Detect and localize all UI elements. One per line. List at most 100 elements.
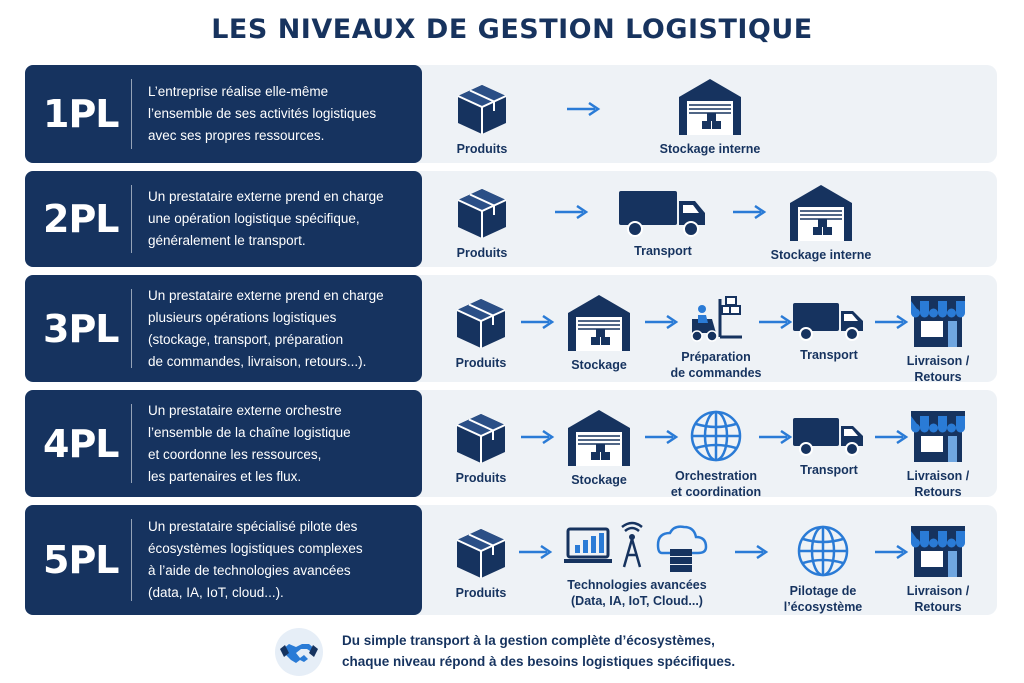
flow-step-delivery: Livraison / Retours: [898, 523, 978, 615]
level-row-2pl: 2PL Un prestataire externe prend en char…: [25, 171, 997, 267]
tech-icon: [547, 521, 727, 573]
step-label: Stockage: [571, 358, 627, 372]
step-label: Stockage interne: [659, 142, 761, 156]
handshake-icon: [274, 627, 324, 682]
flow-step-picking: Préparation de commandes: [661, 293, 771, 381]
arrow-glyph: [873, 314, 909, 334]
flow-step-technologies: Technologies avancées (Data, IA, IoT, Cl…: [547, 521, 727, 609]
level-card: 1PL L’entreprise réalise elle-même l’ens…: [25, 65, 422, 163]
step-label: Transport: [634, 244, 692, 258]
box-icon: [441, 295, 521, 351]
arrow-glyph: [757, 314, 793, 334]
arrow-icon: [873, 429, 909, 449]
flow-step-storage: Stockage: [559, 406, 639, 488]
warehouse-icon: [559, 406, 639, 468]
store-icon: [898, 293, 978, 349]
step-label: Technologies avancées (Data, IA, IoT, Cl…: [567, 578, 707, 608]
arrow-glyph: [553, 204, 589, 224]
level-description: Un prestataire externe orchestre l’ensem…: [148, 402, 351, 484]
arrow-glyph: [565, 101, 601, 121]
arrow-icon: [519, 429, 555, 449]
box-icon: [441, 525, 521, 581]
arrow-icon: [757, 314, 793, 334]
level-code: 3PL: [43, 306, 120, 351]
arrow-icon: [643, 429, 679, 449]
step-label: Produits: [455, 586, 507, 600]
flow-step-products: Produits: [441, 410, 521, 486]
arrow-icon: [873, 314, 909, 334]
flow-step-orchestration: Orchestration et coordination: [661, 408, 771, 500]
flow-step-storage: Stockage: [559, 291, 639, 373]
arrow-glyph: [757, 429, 793, 449]
forklift-icon: [661, 293, 771, 345]
step-label: Transport: [800, 348, 858, 362]
step-label: Préparation de commandes: [670, 350, 762, 380]
truck-icon: [608, 187, 718, 239]
step-label: Livraison / Retours: [906, 584, 970, 614]
flow-step-ecosystem: Pilotage de l’écosystème: [768, 523, 878, 615]
flow-step-transport: Transport: [608, 187, 718, 259]
step-label: Produits: [456, 142, 508, 156]
divider: [131, 404, 132, 483]
flow-step-transport: Transport: [787, 299, 871, 363]
step-label: Produits: [456, 246, 508, 260]
arrow-glyph: [519, 314, 555, 334]
footer-text: Du simple transport à la gestion complèt…: [342, 630, 735, 672]
level-description: Un prestataire externe prend en charge p…: [148, 287, 384, 369]
footer-line-2: chaque niveau répond à des besoins logis…: [342, 654, 736, 669]
level-code: 1PL: [43, 92, 120, 136]
arrow-glyph: [731, 204, 767, 224]
level-card: 3PL Un prestataire externe prend en char…: [25, 275, 422, 382]
level-row-5pl: 5PL Un prestataire spécialisé pilote des…: [25, 505, 997, 615]
arrow-icon: [519, 314, 555, 334]
warehouse-icon: [761, 181, 881, 243]
flow-step-products: Produits: [441, 525, 521, 601]
step-label: Stockage interne: [770, 248, 872, 262]
level-code: 4PL: [43, 421, 120, 466]
level-code: 2PL: [43, 197, 120, 241]
flow-step-products: Produits: [437, 81, 527, 157]
flow-step-delivery: Livraison / Retours: [898, 293, 978, 385]
truck-icon: [787, 299, 871, 343]
arrow-icon: [731, 204, 767, 224]
level-code: 5PL: [43, 538, 120, 582]
warehouse-icon: [559, 291, 639, 353]
page-title: LES NIVEAUX DE GESTION LOGISTIQUE: [211, 14, 813, 45]
level-row-3pl: 3PL Un prestataire externe prend en char…: [25, 275, 997, 385]
arrow-icon: [757, 429, 793, 449]
arrow-icon: [643, 314, 679, 334]
level-row-4pl: 4PL Un prestataire externe orchestre l’e…: [25, 390, 997, 500]
divider: [131, 185, 132, 253]
divider: [131, 289, 132, 368]
step-label: Pilotage de l’écosystème: [783, 584, 863, 614]
footer-line-1: Du simple transport à la gestion complèt…: [342, 633, 715, 648]
arrow-glyph: [873, 544, 909, 564]
step-label: Transport: [800, 463, 858, 477]
level-card: 4PL Un prestataire externe orchestre l’e…: [25, 390, 422, 497]
flow-step-products: Produits: [437, 185, 527, 261]
level-row-1pl: 1PL L’entreprise réalise elle-même l’ens…: [25, 65, 997, 163]
flow-step-transport: Transport: [787, 414, 871, 478]
level-card: 5PL Un prestataire spécialisé pilote des…: [25, 505, 422, 615]
globe-icon: [768, 523, 878, 579]
truck-icon: [787, 414, 871, 458]
step-label: Stockage: [571, 473, 627, 487]
box-icon: [437, 81, 527, 137]
flow-step-storage: Stockage interne: [761, 181, 881, 263]
warehouse-icon: [630, 75, 790, 137]
level-description: L’entreprise réalise elle-même l’ensembl…: [148, 84, 377, 143]
arrow-icon: [873, 544, 909, 564]
arrow-glyph: [519, 429, 555, 449]
store-icon: [898, 523, 978, 579]
arrow-icon: [517, 544, 553, 564]
store-icon: [898, 408, 978, 464]
flow-step-storage: Stockage interne: [630, 75, 790, 157]
arrow-glyph: [643, 429, 679, 449]
flow-step-products: Produits: [441, 295, 521, 371]
level-description: Un prestataire spécialisé pilote des éco…: [148, 519, 363, 600]
arrow-icon: [565, 101, 601, 121]
level-card: 2PL Un prestataire externe prend en char…: [25, 171, 422, 267]
flow-step-delivery: Livraison / Retours: [898, 408, 978, 500]
arrow-icon: [553, 204, 589, 224]
step-label: Produits: [455, 471, 507, 485]
